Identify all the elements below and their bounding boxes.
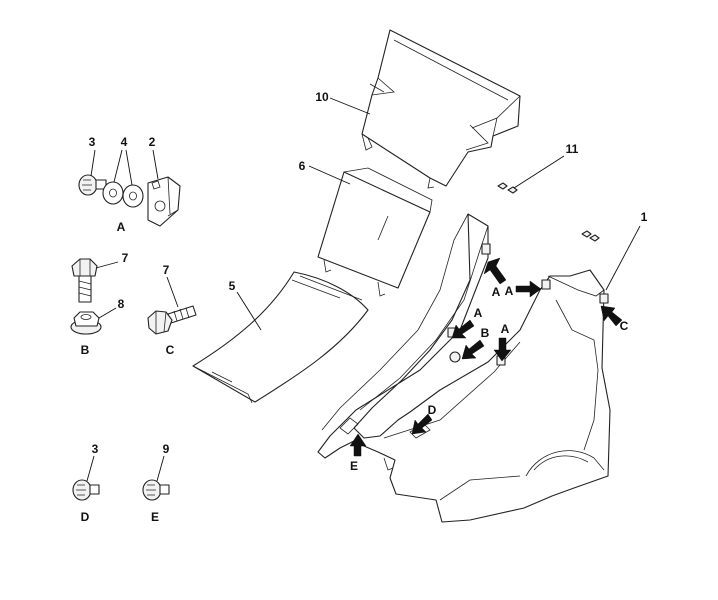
group-label-c: C (166, 343, 175, 357)
callout-3b: 3 (92, 442, 99, 456)
bolt-3-group-a (78, 174, 107, 196)
callout-2: 2 (149, 135, 156, 149)
leader-4a (113, 149, 123, 183)
callout-11: 11 (566, 142, 579, 156)
arrow-label-a-2: A (505, 284, 514, 298)
leader-7a (95, 261, 119, 269)
console-body-1 (317, 213, 611, 523)
group-label-e: E (151, 510, 159, 524)
bolt-7-group-b (71, 258, 98, 303)
leader-4b (125, 149, 133, 186)
arrow-b (461, 339, 485, 360)
arrow-c (600, 305, 623, 327)
leader-5 (236, 291, 262, 331)
arrow-a-3 (451, 319, 475, 339)
callout-7a: 7 (122, 251, 129, 265)
callout-5: 5 (229, 279, 236, 293)
leader-1 (605, 225, 641, 291)
callout-3a: 3 (89, 135, 96, 149)
arrow-e (349, 433, 367, 457)
leader-10 (329, 97, 371, 115)
clip-2 (147, 176, 181, 227)
arrow-label-c: C (620, 319, 629, 333)
arrow-label-a-1: A (492, 285, 501, 299)
callout-7b: 7 (163, 263, 170, 277)
group-label-b: B (81, 343, 90, 357)
group-label-a: A (117, 220, 126, 234)
nut-8 (70, 311, 102, 335)
group-label-d: D (81, 510, 90, 524)
arrow-label-b: B (481, 326, 490, 340)
arrow-label-a-3: A (474, 306, 483, 320)
bolt-3-group-d (72, 479, 100, 501)
leader-8 (98, 307, 117, 319)
leader-11 (513, 155, 565, 189)
bolt-7-group-c (147, 305, 197, 335)
arrow-label-e: E (350, 459, 358, 473)
leader-9 (156, 455, 165, 482)
arrow-label-a-4: A (501, 322, 510, 336)
arrow-a-1 (483, 257, 507, 285)
callout-9: 9 (163, 442, 170, 456)
arrow-a-2 (515, 280, 542, 298)
callout-1: 1 (641, 210, 648, 224)
leader-3a (90, 149, 96, 177)
bolt-9-group-e (142, 479, 170, 501)
callout-6: 6 (299, 159, 306, 173)
arrow-a-4 (493, 337, 512, 362)
leader-7b (166, 276, 179, 308)
leader-6 (308, 165, 351, 185)
lower-panel-5 (192, 271, 369, 404)
upper-garnish-10 (361, 29, 521, 189)
callout-4: 4 (121, 135, 128, 149)
callout-10: 10 (315, 90, 329, 104)
clips-11 (497, 182, 600, 242)
arrow-label-d: D (428, 403, 437, 417)
callout-8: 8 (118, 297, 125, 311)
arrow-d (411, 413, 433, 435)
washer-4-first (102, 181, 124, 205)
leader-2 (152, 149, 159, 180)
leader-3b (86, 455, 95, 482)
center-panel-6 (317, 167, 433, 297)
washer-4-second (122, 184, 144, 208)
